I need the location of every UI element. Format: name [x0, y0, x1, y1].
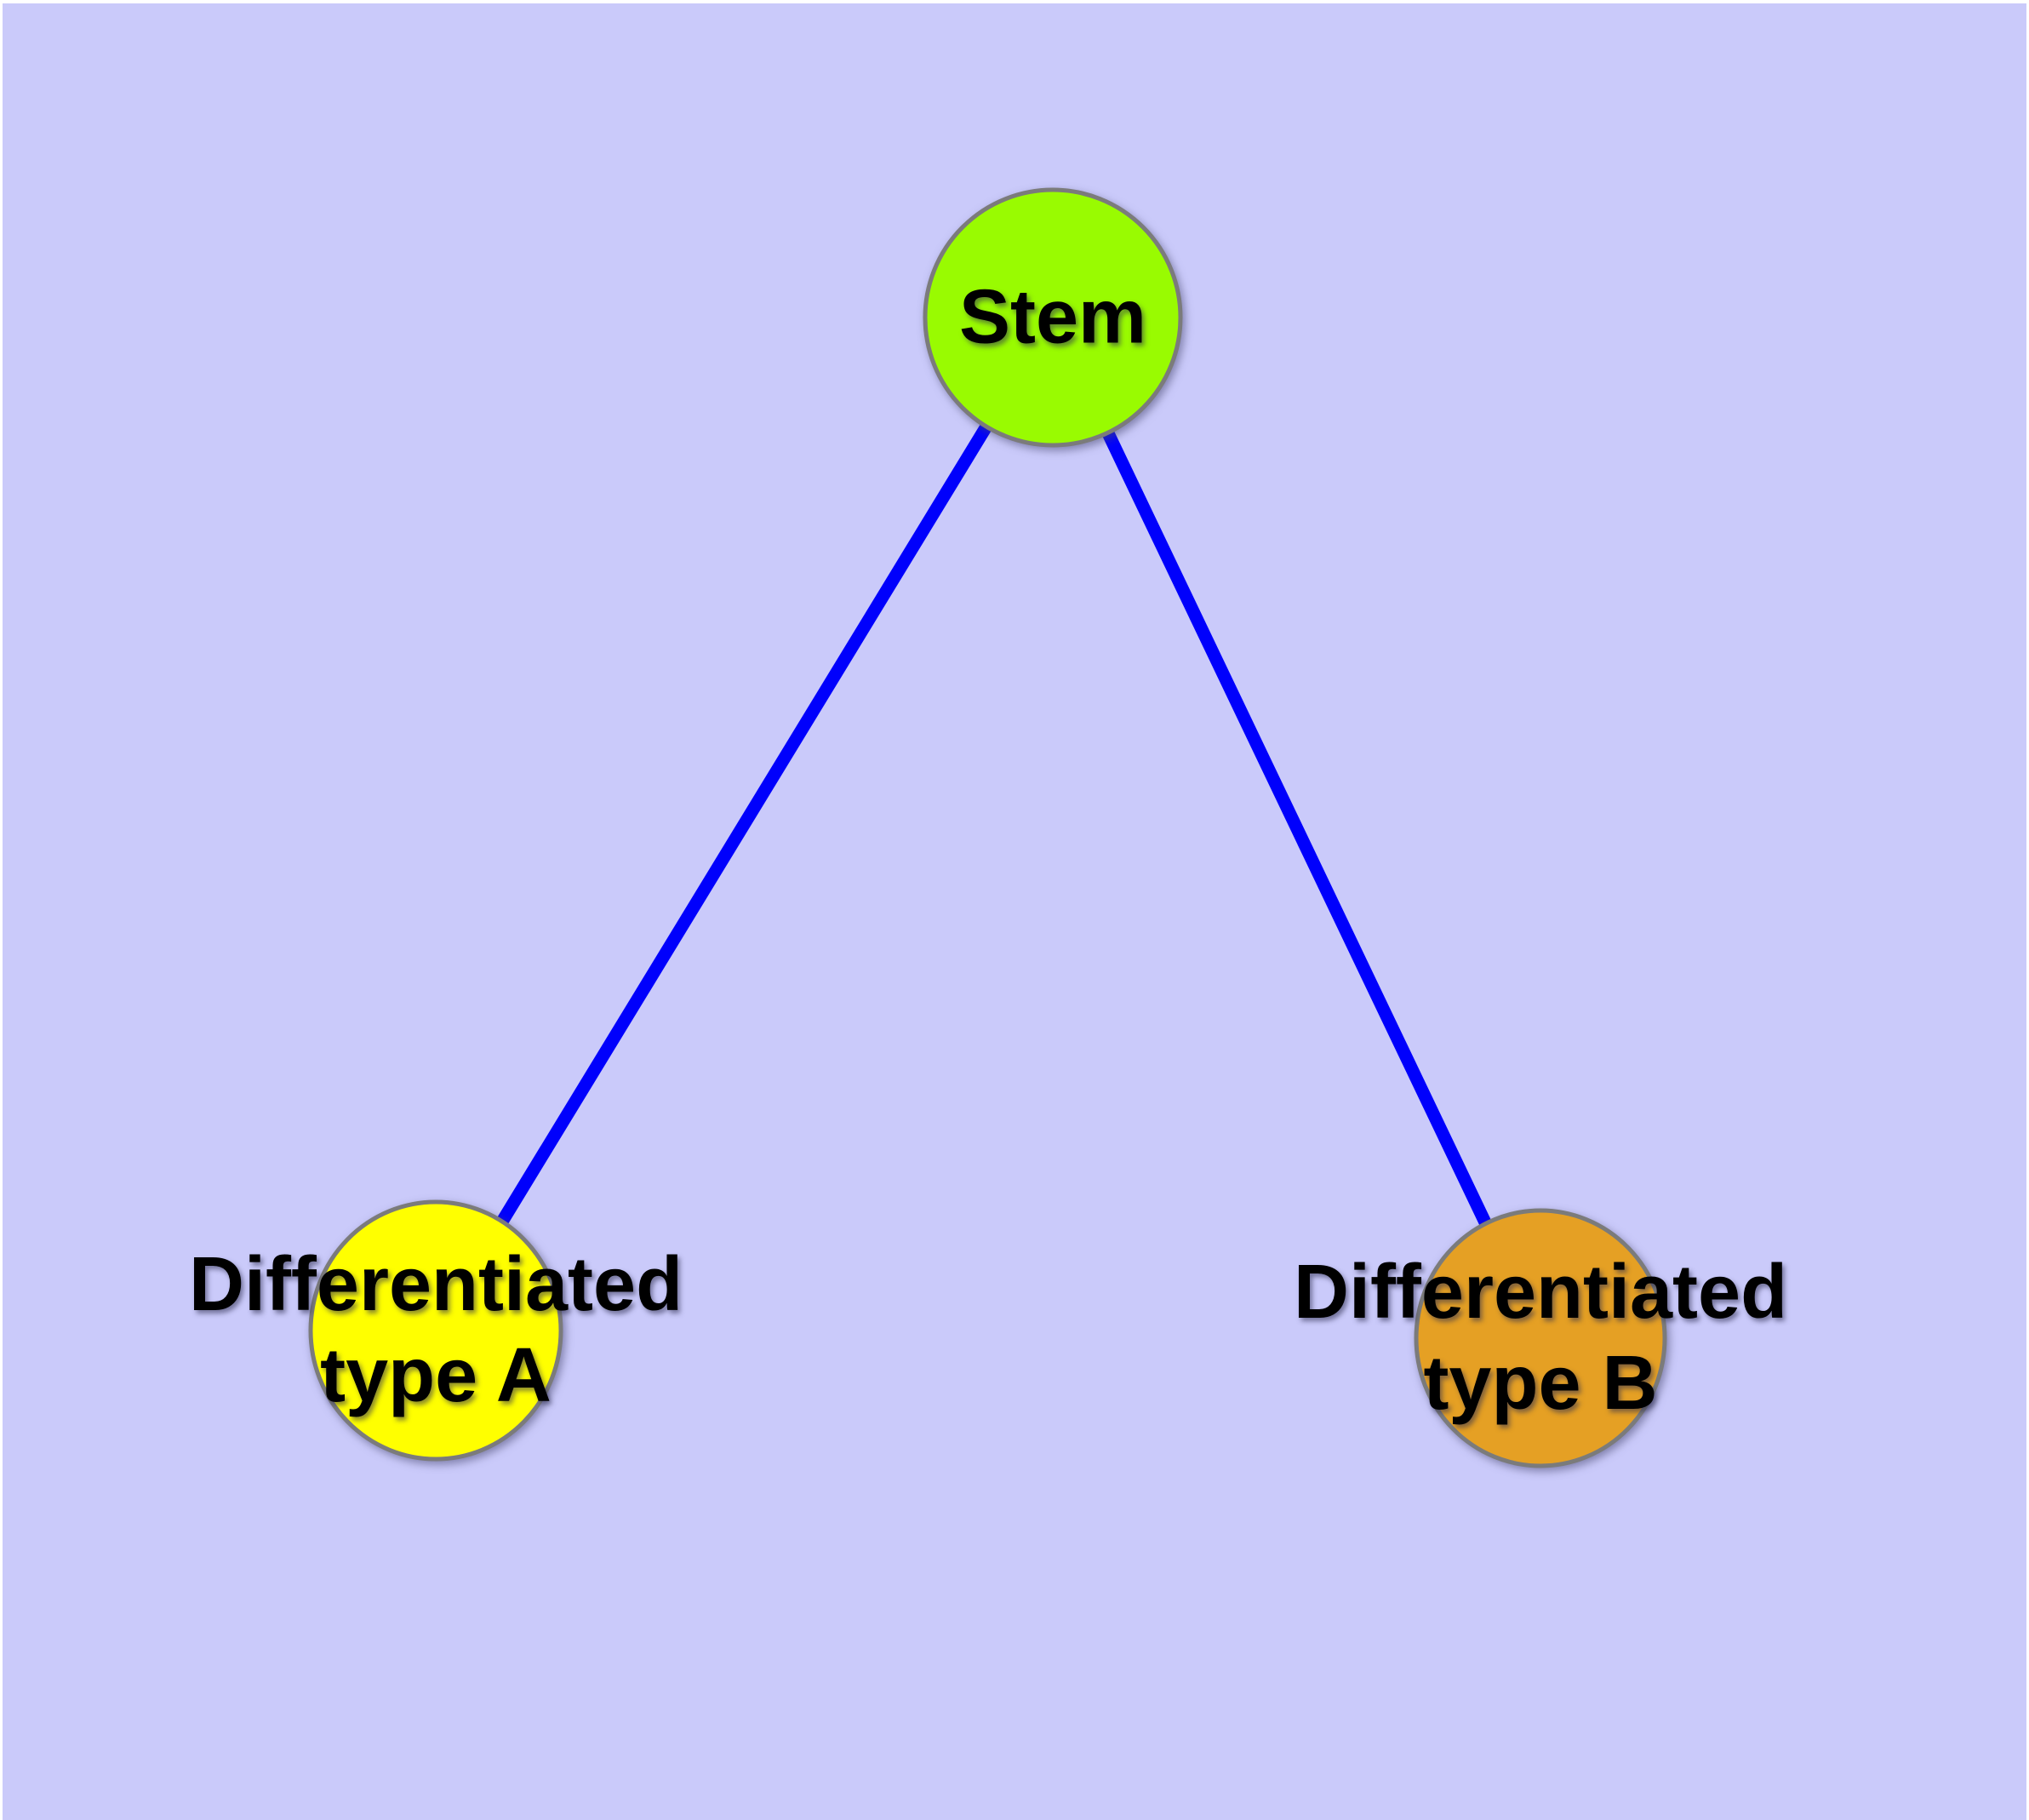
node-diff-a	[308, 1199, 563, 1462]
nodes-layer	[308, 187, 1667, 1468]
node-stem	[923, 187, 1183, 448]
edge-stem-diff-b	[1047, 314, 1546, 1342]
edge-stem-diff-a	[430, 314, 1059, 1334]
edges-layer	[430, 314, 1546, 1342]
node-diff-b	[1414, 1208, 1667, 1468]
